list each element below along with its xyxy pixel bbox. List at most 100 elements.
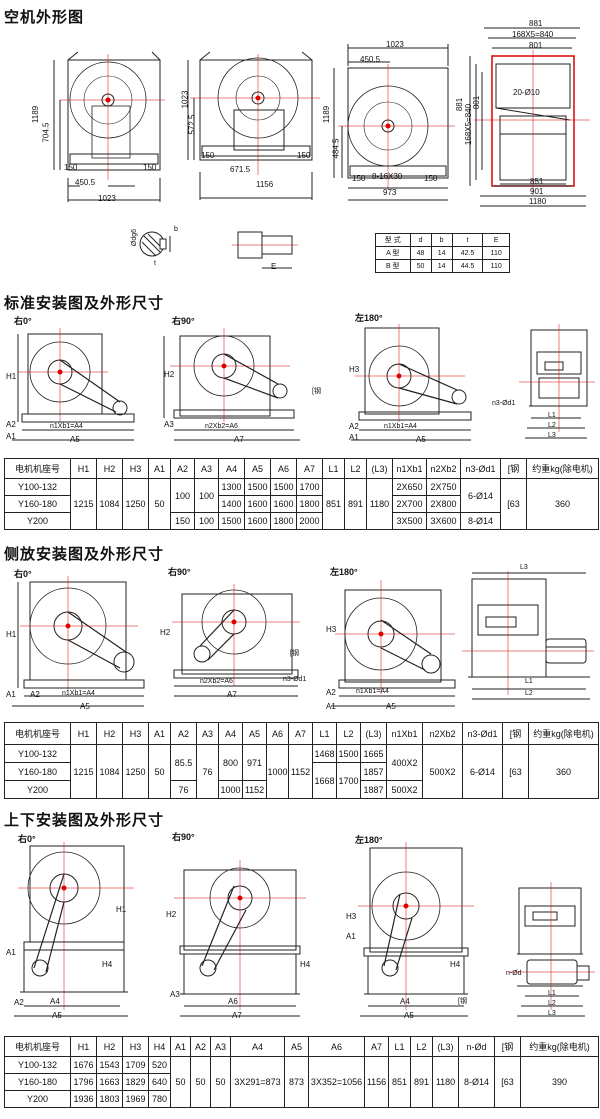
vert-cell: 1180: [432, 1056, 459, 1108]
vert-cell: [63: [494, 1056, 521, 1108]
std-h1: H1: [6, 372, 17, 381]
std-a5-0: A5: [70, 435, 80, 444]
std-cell: 100: [194, 512, 219, 530]
vert-th: L2: [410, 1036, 433, 1057]
side-spec-table: 电机机座号 H1 H2 H3 A1 A2 A3 A4 A5 A6 A7 L1 L…: [4, 722, 599, 799]
side-cell: 1468: [312, 744, 337, 763]
vert-cell: 891: [410, 1056, 433, 1108]
std-th: n2Xb2: [426, 458, 461, 479]
shaft-t-label: t: [154, 260, 156, 267]
side-cell: 400X2: [386, 744, 423, 781]
side-th: A7: [288, 722, 313, 745]
side-cell: 76: [170, 780, 197, 799]
vert-cell: 851: [388, 1056, 411, 1108]
std-th: A4: [218, 458, 245, 479]
side-cell: 1000: [218, 780, 243, 799]
side-drawing-right-0: [12, 576, 145, 707]
vert-label-right-90: 右90°: [172, 832, 195, 842]
std-l2: L2: [548, 422, 556, 429]
std-cell: 6-Ø14: [460, 478, 501, 513]
side-a2: A2: [30, 690, 40, 699]
dim-1-w: 1023: [98, 194, 116, 203]
side-n1-0: n1Xb1=A4: [62, 690, 95, 697]
drawing-empty-side-b: [187, 51, 320, 200]
side-cell: 1665: [360, 744, 387, 763]
vert-cell: 1803: [96, 1090, 123, 1108]
std-model: Y160-180: [4, 495, 71, 513]
side-th: A4: [218, 722, 243, 745]
std-cell: 3X600: [426, 512, 461, 530]
vert-model: Y200: [4, 1090, 71, 1108]
side-th: 约重kg(除电机): [528, 722, 599, 745]
side-model: Y160-180: [4, 762, 71, 781]
std-cell: 2X700: [392, 495, 427, 513]
side-l2: L2: [525, 690, 533, 697]
side-cell: 1152: [242, 780, 267, 799]
vert-a5-0: A5: [52, 1011, 62, 1020]
std-th: A3: [194, 458, 219, 479]
std-th: A1: [148, 458, 171, 479]
side-th: n3-Ød1: [462, 722, 503, 745]
side-h2: H2: [160, 628, 171, 637]
vert-cell: 3X291=873: [230, 1056, 285, 1108]
std-cell: 1215: [70, 478, 97, 530]
vert-drawing-right-0: [14, 842, 134, 1017]
std-th: A7: [296, 458, 323, 479]
vert-cell: 50: [210, 1056, 231, 1108]
key-table: 型 式 d b t E A 型 48 14 42.5 110 B 型 50 14…: [375, 233, 510, 273]
vert-th: (L3): [432, 1036, 459, 1057]
std-cell: 1800: [270, 512, 297, 530]
standard-drawing-right-90: [163, 328, 300, 441]
side-cell: 1500: [336, 744, 361, 763]
vert-h4-180: H4: [450, 960, 461, 969]
std-cell: [63: [500, 478, 527, 530]
std-th: H3: [122, 458, 149, 479]
side-model: Y200: [4, 780, 71, 799]
view-label-right-90: 右90°: [172, 316, 195, 326]
std-cell: 2X750: [426, 478, 461, 496]
vert-th: 电机机座号: [4, 1036, 71, 1057]
dim-1-w2: 450.5: [75, 178, 96, 187]
std-th: A5: [244, 458, 271, 479]
dim-1-w3: 150: [143, 163, 157, 172]
vert-th: A2: [190, 1036, 211, 1057]
vert-a2-0: A2: [14, 998, 24, 1007]
std-n1-0: n1Xb1=A4: [50, 423, 83, 430]
std-th: L2: [344, 458, 367, 479]
section-title-standard: 标准安装图及外形尺寸: [4, 294, 165, 312]
side-label-right-90: 右90°: [168, 567, 191, 577]
side-label-right-0: 右0°: [14, 569, 32, 579]
vert-cell: 390: [520, 1056, 599, 1108]
vert-h4: H4: [102, 960, 113, 969]
side-l1: L1: [525, 678, 533, 685]
dim-3-w: 973: [383, 188, 397, 197]
side-th: n2Xb2: [422, 722, 463, 745]
side-drawing-right-90: [172, 584, 300, 697]
key-table-header: b: [430, 233, 453, 247]
side-cell: 1668: [312, 762, 337, 799]
side-th: n1Xb1: [386, 722, 423, 745]
section-title-empty-unit: 空机外形图: [4, 8, 85, 26]
std-cell: 1600: [244, 512, 271, 530]
std-th: A2: [170, 458, 195, 479]
std-cell: 1084: [96, 478, 123, 530]
std-a1: A1: [6, 432, 16, 441]
side-th: H3: [122, 722, 149, 745]
side-n2: n2Xb2=A6: [200, 678, 233, 685]
side-model: Y100-132: [4, 744, 71, 763]
std-cell: 360: [526, 478, 599, 530]
std-a5-180: A5: [416, 435, 426, 444]
side-cell: 76: [196, 744, 219, 799]
view-label-left-180: 左180°: [355, 313, 383, 323]
standard-drawing-right-0: [12, 328, 135, 441]
key-table-cell: 44.5: [451, 259, 484, 273]
key-table-header: d: [409, 233, 432, 247]
side-a1-180: A1: [326, 702, 336, 711]
std-cell: 3X500: [392, 512, 427, 530]
dim-4-b1: 851: [530, 177, 544, 186]
std-th: [钢: [500, 458, 527, 479]
vert-th: A3: [210, 1036, 231, 1057]
key-table-cell: 48: [409, 246, 432, 260]
side-th: A5: [242, 722, 267, 745]
vert-cell: 1796: [70, 1073, 97, 1091]
